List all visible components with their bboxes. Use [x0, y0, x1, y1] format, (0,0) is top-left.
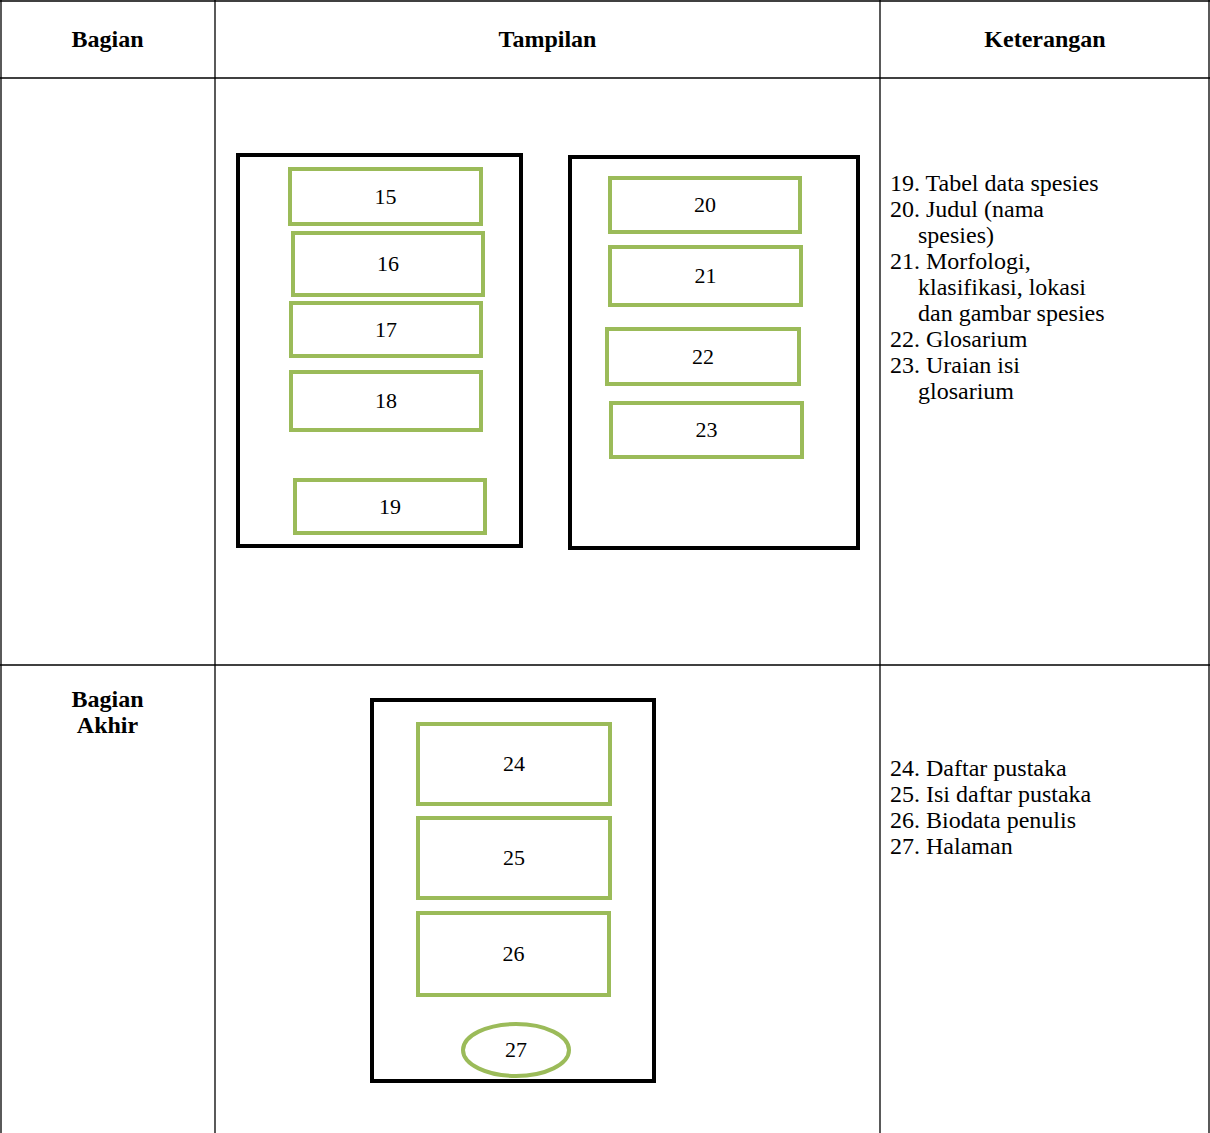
- description-item: 26. Biodata penulis: [890, 807, 1114, 833]
- description-item: 19. Tabel data spesies: [890, 170, 1114, 196]
- header-text: Bagian Akhir: [58, 686, 158, 738]
- page-number-oval: 27: [461, 1022, 571, 1078]
- content-box: 18: [289, 370, 483, 432]
- content-box: 19: [293, 478, 487, 535]
- table-header: Bagian Akhir: [0, 686, 215, 738]
- description-item: 24. Daftar pustaka: [890, 755, 1114, 781]
- description-item: 23. Uraian isi glosarium: [890, 352, 1114, 404]
- content-box: 17: [289, 301, 483, 358]
- content-box: 22: [605, 327, 801, 386]
- callout-number: 17: [375, 317, 397, 343]
- callout-number: 26: [503, 941, 525, 967]
- table-header: Bagian: [0, 26, 215, 52]
- header-text: Keterangan: [984, 26, 1105, 52]
- content-box: 25: [416, 816, 612, 900]
- callout-number: 16: [377, 251, 399, 277]
- callout-number: 21: [695, 263, 717, 289]
- content-box: 26: [416, 911, 611, 997]
- page-outline: 24 25 26 27: [370, 698, 656, 1083]
- content-box: 23: [609, 401, 804, 459]
- callout-number: 20: [694, 192, 716, 218]
- description-item: 27. Halaman: [890, 833, 1114, 859]
- callout-number: 19: [379, 494, 401, 520]
- header-text: Tampilan: [499, 26, 597, 52]
- callout-number: 18: [375, 388, 397, 414]
- description-item: 25. Isi daftar pustaka: [890, 781, 1114, 807]
- callout-number: 27: [505, 1037, 527, 1063]
- page-outline: 15 16 17 18 19: [236, 153, 523, 548]
- legend-list: 24. Daftar pustaka25. Isi daftar pustaka…: [890, 755, 1114, 859]
- callout-number: 23: [696, 417, 718, 443]
- table-header: Keterangan: [880, 26, 1210, 52]
- content-box: 21: [608, 245, 803, 307]
- header-text: Bagian: [71, 26, 143, 52]
- table-header: Tampilan: [215, 26, 880, 52]
- description-item: 21. Morfologi, klasifikasi, lokasi dan g…: [890, 248, 1114, 326]
- callout-number: 24: [503, 751, 525, 777]
- legend-list: 19. Tabel data spesies20. Judul (nama sp…: [890, 170, 1114, 404]
- content-box: 20: [608, 176, 802, 234]
- page-outline: 20 21 22 23: [568, 155, 860, 550]
- content-box: 15: [288, 167, 483, 226]
- callout-number: 25: [503, 845, 525, 871]
- description-item: 20. Judul (nama spesies): [890, 196, 1114, 248]
- callout-number: 22: [692, 344, 714, 370]
- callout-number: 15: [375, 184, 397, 210]
- description-item: 22. Glosarium: [890, 326, 1114, 352]
- content-box: 16: [291, 231, 485, 297]
- content-box: 24: [416, 722, 612, 806]
